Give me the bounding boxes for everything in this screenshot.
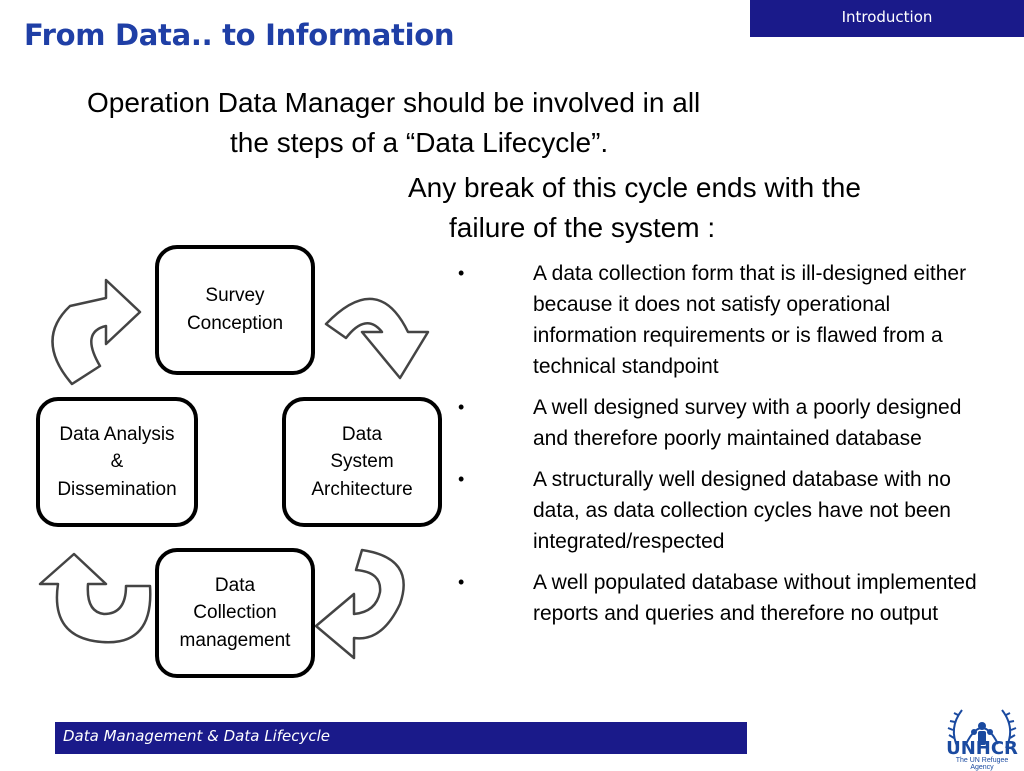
bullet-dot: • [458, 397, 465, 417]
stage-data-system-architecture: Data System Architecture [282, 397, 442, 527]
stage-data-collection-management: Data Collection management [155, 548, 315, 678]
lifecycle-diagram: Survey Conception Data System Architectu… [30, 240, 450, 680]
unhcr-logo-icon [947, 709, 1017, 749]
list-item: • A well populated database without impl… [458, 567, 978, 629]
cycle-arrows [38, 278, 430, 660]
list-item-text: A well populated database without implem… [533, 571, 977, 625]
stage-data-analysis-dissemination: Data Analysis & Dissemination [36, 397, 198, 527]
slide-title: From Data.. to Information [24, 18, 455, 52]
arrow-to-analysis-icon [38, 552, 152, 644]
section-tab: Introduction [750, 0, 1024, 37]
list-item: • A well designed survey with a poorly d… [458, 392, 978, 454]
list-item: • A structurally well designed database … [458, 464, 978, 557]
footer-bar: Data Management & Data Lifecycle [55, 722, 747, 754]
stage-survey-conception: Survey Conception [155, 245, 315, 375]
arrow-to-system-icon [324, 297, 430, 380]
list-item-text: A structurally well designed database wi… [533, 468, 951, 553]
failure-list: • A data collection form that is ill-des… [458, 258, 978, 639]
bullet-dot: • [458, 263, 465, 283]
bullet-dot: • [458, 469, 465, 489]
list-item-text: A well designed survey with a poorly des… [533, 396, 962, 450]
list-item-text: A data collection form that is ill-desig… [533, 262, 967, 378]
intro-line-3: Any break of this cycle ends with the [408, 172, 861, 203]
logo-wordmark: UNHCR [946, 738, 1018, 759]
arrow-to-collection-icon [314, 548, 405, 660]
list-item: • A data collection form that is ill-des… [458, 258, 978, 382]
intro-line-2: the steps of a “Data Lifecycle”. [230, 127, 609, 158]
bullet-dot: • [458, 572, 465, 592]
intro-line-1: Operation Data Manager should be involve… [87, 87, 701, 118]
intro-line-4: failure of the system : [449, 212, 716, 243]
arrow-to-survey-icon [51, 278, 142, 386]
logo-tagline: The UN Refugee Agency [955, 757, 1009, 771]
